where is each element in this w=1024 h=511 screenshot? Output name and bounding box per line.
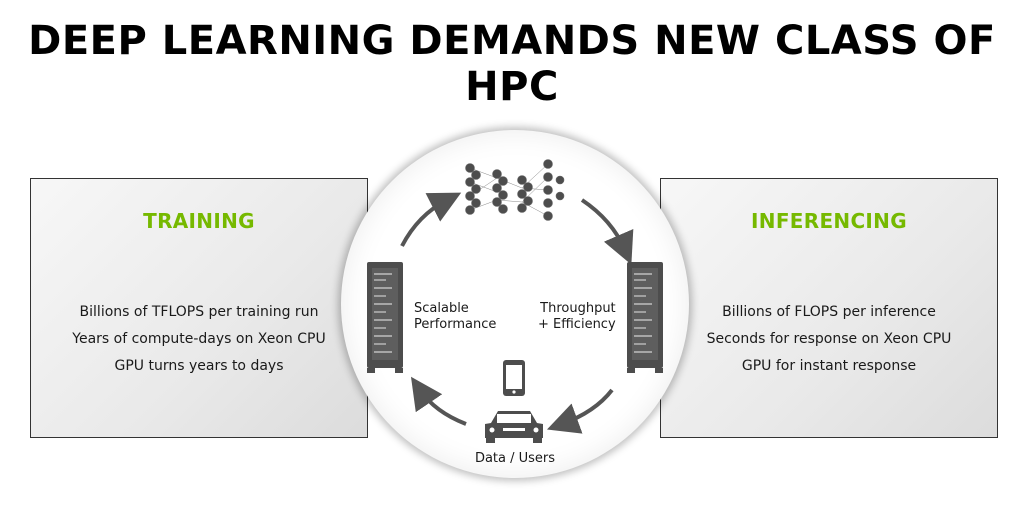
arrow-icon [580,198,634,265]
server-rack-icon [627,262,663,373]
training-line: GPU turns years to days [114,358,284,374]
arrow-icon [546,388,614,434]
inferencing-line: Billions of FLOPS per inference [722,304,936,320]
label-line: Scalable [414,301,469,316]
training-panel: TRAINING Billions of TFLOPS per training… [30,178,368,438]
label-line: + Efficiency [538,317,616,332]
scalable-performance-label: Scalable Performance [414,301,496,333]
inferencing-lines: Billions of FLOPS per inference Seconds … [661,299,997,380]
arrow-icon [410,376,467,426]
inferencing-heading: INFERENCING [751,209,907,233]
smartphone-icon [503,360,525,396]
training-heading: TRAINING [143,209,255,233]
arrow-icon [400,192,462,247]
inferencing-line: GPU for instant response [741,358,917,374]
throughput-efficiency-label: Throughput + Efficiency [538,301,616,333]
server-rack-icon [367,262,403,373]
training-line: Years of compute-days on Xeon CPU [72,331,326,347]
page-title: DEEP LEARNING DEMANDS NEW CLASS OF HPC [28,18,996,110]
training-line: Billions of TFLOPS per training run [79,304,319,320]
data-users-label: Data / Users [474,451,556,466]
neural-network-icon [465,159,565,221]
car-icon [485,411,543,443]
inferencing-line: Seconds for response on Xeon CPU [706,331,952,347]
training-lines: Billions of TFLOPS per training run Year… [31,299,367,380]
label-line: Performance [414,317,497,332]
label-line: Throughput [540,301,616,316]
inferencing-panel: INFERENCING Billions of FLOPS per infere… [660,178,998,438]
